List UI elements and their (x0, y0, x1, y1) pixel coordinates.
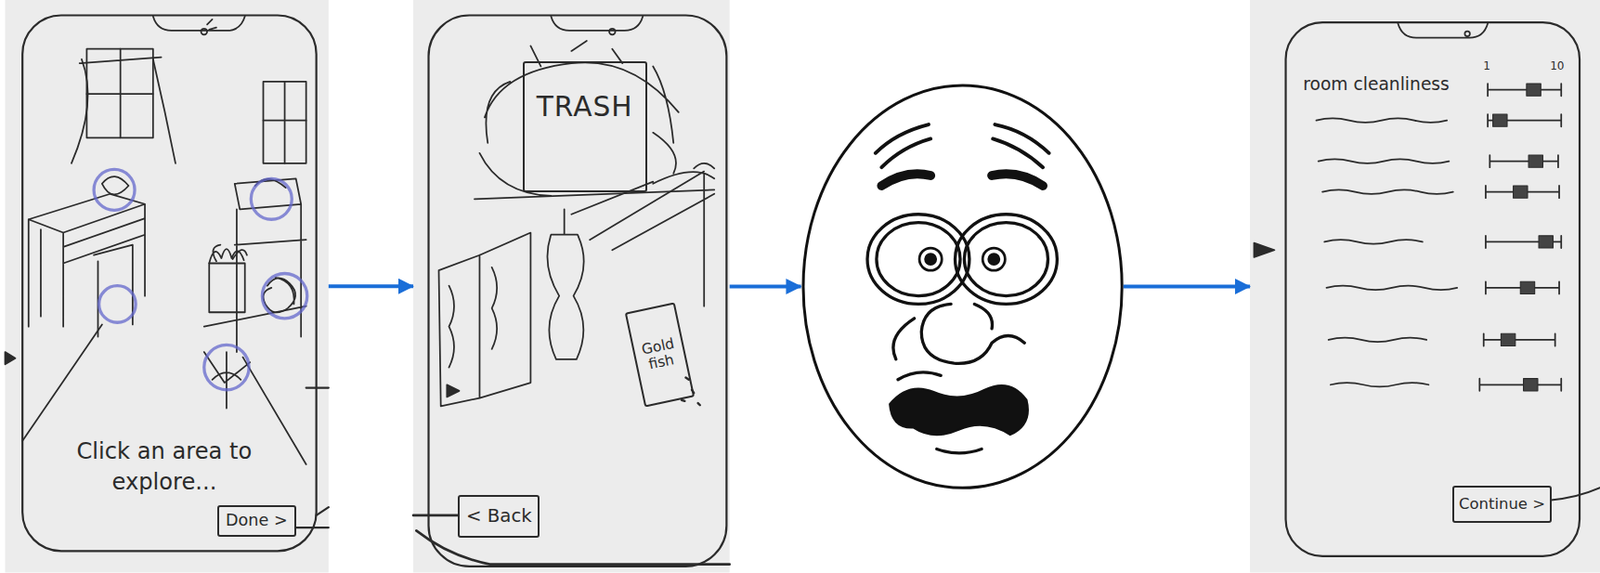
face-features (867, 124, 1057, 454)
worry-line (875, 124, 1050, 168)
phone-notch (1397, 23, 1488, 38)
photo-background (413, 0, 730, 573)
eye-outline (876, 222, 961, 297)
phone-screen: TRASH Gold fish < Back (413, 0, 730, 573)
eye-outline (955, 214, 1058, 305)
hotspot-circle (204, 344, 249, 390)
pen-cup-sketch (208, 245, 248, 264)
trash-can: TRASH (522, 61, 648, 193)
slider-track (1479, 83, 1561, 391)
button-label: TRASH (536, 91, 634, 123)
pupil (924, 253, 937, 265)
button-label: < Back (466, 506, 533, 527)
slider-thumb (1520, 281, 1535, 294)
sketch-arrowhead (4, 351, 15, 365)
continue-button: Continue > (1452, 485, 1553, 523)
placeholder-line (1316, 117, 1458, 387)
desk-sketch (28, 194, 145, 327)
ellipse-outline (801, 83, 1124, 490)
hotspot-circle (250, 178, 292, 220)
crumbs-sketch (681, 377, 701, 406)
lip-line (897, 372, 982, 454)
back-button: < Back (457, 494, 540, 538)
hotspot-circle (99, 286, 137, 324)
phone-outline (429, 14, 728, 566)
face-outline (803, 85, 1122, 488)
slider-group (1493, 83, 1554, 391)
slider-thumb (1513, 185, 1528, 198)
phone-camera (200, 28, 208, 36)
sketch-line (207, 19, 217, 30)
photo-background (1249, 0, 1600, 573)
sketch-arrowhead (1253, 243, 1275, 258)
scared-face (801, 83, 1124, 490)
phone-camera (609, 28, 616, 36)
mouth (889, 385, 1028, 435)
shelf-sketch (204, 178, 307, 352)
window-sketch (71, 49, 176, 164)
phone-notch (550, 16, 643, 31)
apple-core-sketch (546, 208, 584, 360)
button-label: Gold fish (634, 334, 688, 376)
phone-outline (22, 14, 316, 551)
flow-arrow (729, 284, 802, 288)
window-sketch (263, 81, 307, 164)
phone-screen: Click an area to explore... Done > (4, 0, 328, 573)
nose (893, 303, 1025, 364)
scale-number: 1 (1480, 59, 1493, 73)
sketch-arrowhead (446, 384, 459, 397)
eyebrow (881, 173, 1043, 186)
flow-arrow (328, 284, 414, 288)
phone-outline (1286, 22, 1580, 557)
button-label: Continue > (1458, 495, 1546, 513)
phone-screen: room cleanliness1 10Continue > (1249, 0, 1600, 573)
screen-text: Click an area to explore... (43, 436, 285, 498)
slider-thumb (1493, 114, 1508, 127)
slider-thumb (1523, 378, 1538, 391)
sketch-connector (413, 515, 730, 565)
phone-camera (1464, 31, 1470, 37)
hotspot-group (93, 169, 308, 390)
flow-arrow (1123, 284, 1250, 288)
slider-thumb (1538, 235, 1553, 248)
book-sketch (439, 233, 532, 407)
hotspot-circle (261, 273, 307, 318)
lamp-sketch (571, 163, 715, 307)
sketch-connector (1550, 487, 1600, 500)
sketch-group (4, 0, 1600, 573)
phone-notch (153, 16, 246, 31)
done-button: Done > (217, 505, 297, 537)
pupil (919, 247, 942, 271)
photo-background (4, 0, 328, 573)
window-sketch (263, 81, 307, 164)
sketch-connector (296, 388, 329, 529)
pen-cup-sketch (208, 263, 245, 313)
setting-label: room cleanliness (1302, 74, 1487, 94)
button-label: Done > (225, 511, 288, 530)
scale-number: 10 (1545, 59, 1570, 73)
goldfish-bag: Gold fish (624, 301, 695, 408)
pupil (988, 253, 1000, 265)
slider-thumb (1500, 333, 1515, 346)
hotspot-circle (93, 169, 135, 210)
slider-thumb (1526, 83, 1541, 96)
slider-thumb (1528, 155, 1543, 168)
trash-scribble (474, 40, 715, 199)
eye-outline (963, 222, 1048, 297)
pupil (982, 247, 1005, 271)
